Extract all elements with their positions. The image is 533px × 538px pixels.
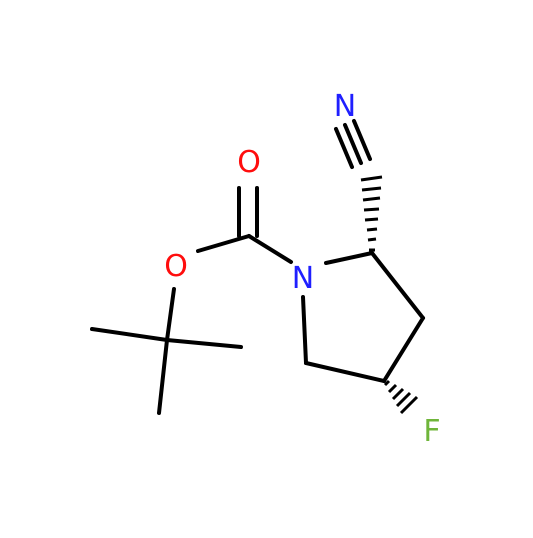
carbonyl-oxygen-label: O — [237, 145, 261, 180]
bond-c4-c5 — [304, 361, 386, 383]
bond-nitrile-c — [352, 119, 372, 161]
bond-c2-c3 — [370, 251, 425, 320]
hash-wedge-cn — [360, 175, 383, 252]
bond-o-cq — [165, 287, 176, 342]
nitrile-nitrogen-label: N — [334, 89, 356, 124]
ring-nitrogen-label: N — [292, 261, 314, 296]
bond-c-o-ester — [196, 234, 251, 253]
bond-c3-c4 — [382, 316, 425, 383]
bond-n-c2 — [324, 251, 374, 265]
bond-nitrile-a — [334, 127, 354, 169]
bonds — [90, 119, 425, 415]
fluorine-label: F — [423, 414, 440, 449]
bond-c5-n — [301, 295, 308, 365]
bond-methyl-2 — [165, 338, 243, 349]
bond-nitrile-b — [343, 123, 363, 165]
hash-wedge-f — [383, 379, 419, 415]
ester-oxygen-label: O — [164, 249, 188, 284]
bond-methyl-3 — [157, 338, 169, 415]
bond-c-n — [247, 234, 293, 264]
bond-methyl-1 — [90, 327, 169, 342]
